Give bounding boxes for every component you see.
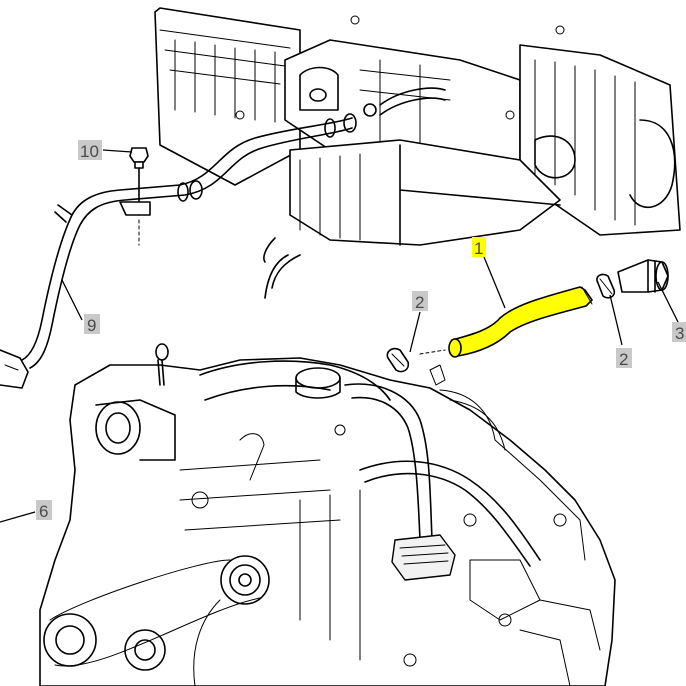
heater-hose-1-highlighted xyxy=(448,286,593,358)
heater-hose-9 xyxy=(0,113,357,389)
callout-10-text: 10 xyxy=(80,142,99,161)
callout-2-left: 2 xyxy=(412,291,428,312)
callout-1-text: 1 xyxy=(474,239,483,258)
callout-9: 9 xyxy=(84,314,100,335)
callout-2-right-text: 2 xyxy=(619,350,628,369)
leader-lines xyxy=(0,149,679,523)
callout-6: 6 xyxy=(36,500,52,521)
callout-2-left-text: 2 xyxy=(415,293,424,312)
callout-3: 3 xyxy=(672,322,686,343)
engine-assembly xyxy=(39,343,616,686)
callout-9-text: 9 xyxy=(87,316,96,335)
bolt-10 xyxy=(119,147,151,246)
hose-clamp-2-left xyxy=(386,347,446,373)
hose-clamp-2-right xyxy=(596,273,616,299)
callout-2-right: 2 xyxy=(616,348,632,369)
callout-3-text: 3 xyxy=(675,324,684,343)
callout-10: 10 xyxy=(78,140,102,161)
hvac-module xyxy=(154,7,681,299)
callout-1: 1 xyxy=(472,237,486,258)
callout-6-text: 6 xyxy=(39,502,48,521)
fitting-3 xyxy=(617,259,669,293)
